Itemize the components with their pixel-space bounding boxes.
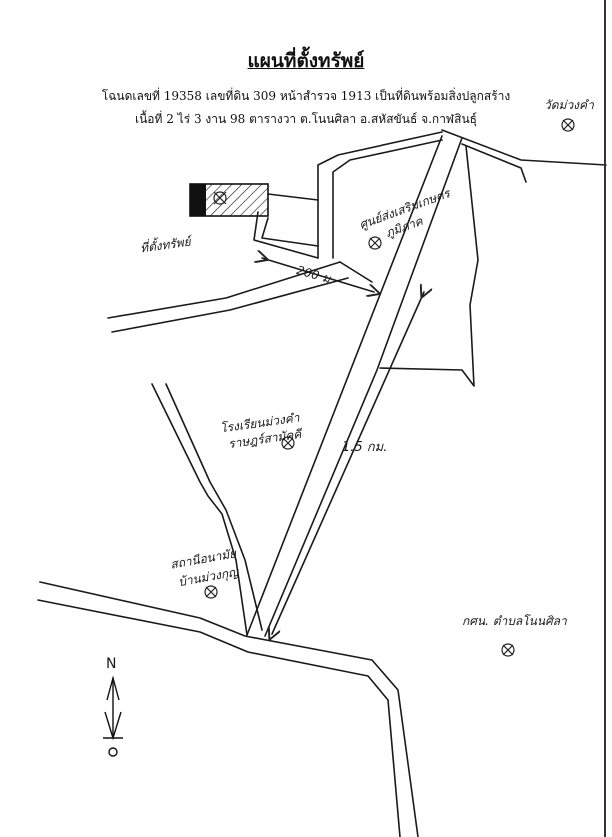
main-road-right-edge <box>264 137 463 637</box>
marker-property <box>213 191 227 205</box>
page-edge <box>604 0 606 837</box>
road-northeast-upper <box>441 129 607 166</box>
south-road-lower <box>37 599 401 837</box>
marker-kor-sor-nor <box>501 643 515 657</box>
marker-school <box>281 436 295 450</box>
marker-health-station <box>204 585 218 599</box>
deed-info: โฉนดเลขที่ 19358 เลขที่ดิน 309 หน้าสำรวจ… <box>101 89 511 103</box>
label-top-right: วัดม่วงคำ <box>544 98 594 112</box>
west-road-lower <box>111 277 349 333</box>
property-access-road-upper <box>267 193 319 201</box>
property-parcel-solid <box>190 184 206 216</box>
southwest-block-edge <box>151 383 248 636</box>
marker-wat-muang-kham <box>561 118 575 132</box>
property-access-road-lower <box>261 217 319 247</box>
distance-arrow-1-5km <box>272 292 424 634</box>
east-block-road <box>379 145 479 387</box>
south-road-upper <box>39 581 419 837</box>
distance-label-1-5km: 1.5 กม. <box>342 440 388 455</box>
north-arrow-icon <box>103 675 123 757</box>
north-label: N <box>106 656 117 672</box>
west-branch-road-south <box>332 139 443 259</box>
west-branch-road-north <box>317 131 443 259</box>
marker-agri-center <box>368 236 382 250</box>
map-title: แผนที่ตั้งทรัพย์ <box>247 50 365 72</box>
area-info: เนื้อที่ 2 ไร่ 3 งาน 98 ตารางวา ต.โนนศิล… <box>134 112 477 126</box>
road-northeast-lower <box>461 143 527 183</box>
southwest-block-inner <box>165 383 263 631</box>
label-kor-sor-nor: กศน. ตำบลโนนศิลา <box>462 614 567 628</box>
